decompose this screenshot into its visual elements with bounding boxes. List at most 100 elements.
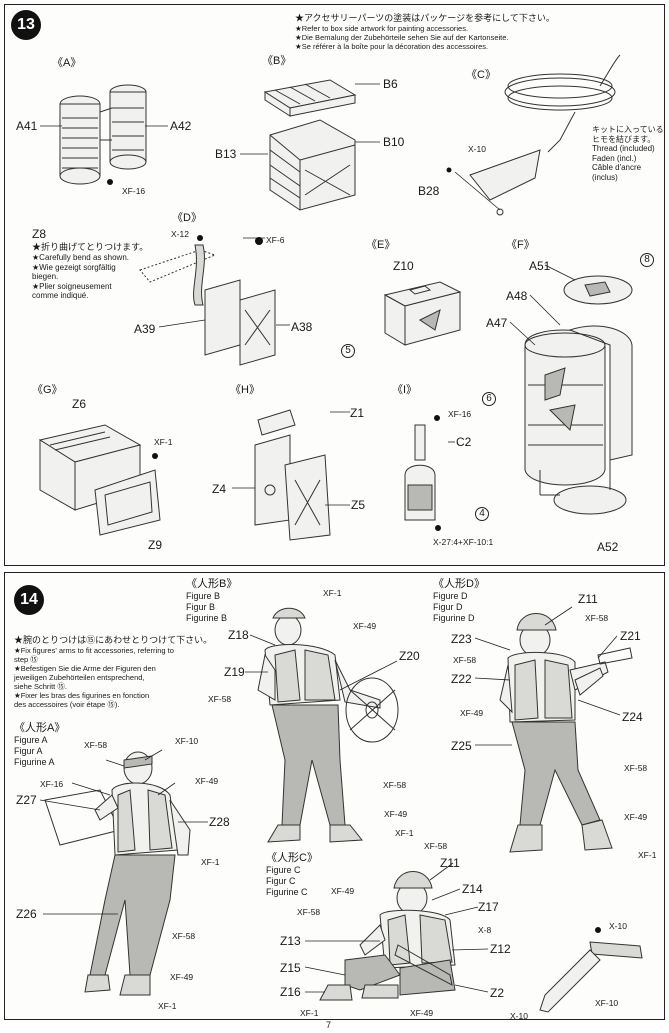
paint-code: XF-58 [208,694,232,704]
paint-code-text: XF-16 [448,409,472,419]
part-label: Z24 [622,710,643,724]
bend-note: ★折り曲げてとりつけます。 ★Carefully bend as shown. … [32,242,148,301]
part-label: Z8 [32,227,47,241]
figure-name: Figure C [266,865,301,875]
note-line: des accessoires (voir étape ⑮). [14,700,120,709]
note-line: step ⑮ [14,655,38,664]
radio-g-drawing [38,424,161,536]
figure-title-jp: 《人形B》 [186,578,238,590]
sub-label-a: 《A》 [52,57,82,69]
part-label: Z25 [451,739,472,753]
sub-label-b: 《B》 [262,55,292,67]
figure-name: Figur D [433,602,463,612]
jerrycan-h-drawing [254,409,331,541]
note-line: ★Die Bemalung der Zubehörteile sehen Sie… [295,33,509,42]
note-line: ★アクセサリーパーツの塗装はパッケージを参考にして下さい。 [295,13,555,23]
sub-label-e: 《E》 [366,239,396,251]
step-14-notes: ★腕のとりつけは⑮にあわせとりつけて下さい。 ★Fix figures' arm… [14,634,212,709]
figure-name: Figur B [186,602,216,612]
note-line: Faden (incl.) [592,153,637,163]
figure-name: Figurine C [266,887,308,897]
ammo-box-e-drawing [383,281,462,346]
step-13-notes: ★アクセサリーパーツの塗装はパッケージを参考にして下さい。 ★Refer to … [295,12,555,51]
figure-name: Figurine A [14,757,55,767]
note-line: Thread (included) [592,144,655,153]
page-number: 7 [326,1020,332,1030]
paint-code: XF-49 [410,1008,434,1018]
paint-code: XF-1 [158,1001,177,1011]
paint-code: XF-1 [300,1008,319,1018]
step-13-badge: 13 [11,10,41,40]
paint-code: XF-49 [195,776,219,786]
paint-code: XF-16 [122,186,146,196]
part-label: A42 [170,119,192,133]
paint-code: XF-58 [585,613,609,623]
paint-code: XF-58 [383,780,407,790]
paint-code: XF-49 [624,812,648,822]
note-line: ★Se référer à la boîte pour la décoratio… [295,42,489,51]
part-label: A41 [16,119,38,133]
part-label: C2 [456,435,472,449]
paint-code: X-10 [468,144,486,154]
paint-code: XF-16 [448,409,471,419]
paint-code: XF-58 [453,655,477,665]
paint-code: XF-49 [331,886,355,896]
part-label: Z21 [620,629,641,643]
part-label: A47 [486,316,508,330]
part-label: B28 [418,184,440,198]
paint-code: XF-1 [323,588,342,598]
paint-code: X-10 [609,921,627,931]
reel-a-drawing [59,84,147,185]
figure-b-title: 《人形B》 Figure B Figur B Figurine B [186,577,237,624]
part-label: Z22 [451,672,472,686]
part-label: Z15 [280,961,301,975]
figure-a-drawing [44,751,191,996]
paint-code: XF-49 [353,621,377,631]
paint-code: XF-1 [154,437,172,447]
part-label: A52 [597,540,619,554]
note-line: ★Refer to box side artwork for painting … [295,24,469,33]
rifle-drawing [539,927,643,1013]
part-label: A48 [506,289,528,303]
part-label: B6 [383,77,398,91]
paint-code: XF-49 [170,972,194,982]
circled-number-text: 4 [479,508,485,519]
figure-title-jp: 《人形D》 [433,578,485,590]
part-label: Z14 [462,882,483,896]
circled-number-5: 5 [341,344,355,358]
part-label: Z16 [280,985,301,999]
part-label: Z18 [228,628,249,642]
note-line: ★折り曲げてとりつけます。 [32,242,149,252]
paint-code-text: XF-1 [154,437,173,447]
part-label: Z5 [351,498,366,512]
figure-c-title: 《人形C》 Figure C Figur C Figurine C [266,851,318,898]
circled-number-text: 5 [345,345,351,356]
sub-label-i: 《I》 [392,384,418,396]
note-line: ★Fixer les bras des figurines en fonctio… [14,691,150,700]
part-label: Z1 [350,406,365,420]
note-line: ★Carefully bend as shown. [32,253,129,262]
shelf-d-drawing [139,235,276,366]
part-label: Z9 [148,538,163,552]
part-label: Z6 [72,397,87,411]
note-line: siehe Schritt ⑮. [14,682,67,691]
paint-code: XF-58 [172,931,196,941]
step-14-badge: 14 [14,585,44,615]
part-label: Z20 [399,649,420,663]
part-label: Z27 [16,793,37,807]
note-line: ★腕のとりつけは⑮にあわせとりつけて下さい。 [14,635,213,645]
sub-label-c: 《C》 [466,69,496,81]
figure-name: Figurine B [186,613,228,623]
figure-name: Figur C [266,876,296,886]
paint-code: XF-58 [624,763,648,773]
part-label: A38 [291,320,313,334]
note-line: (inclus) [592,172,618,182]
paint-code: XF-58 [424,841,448,851]
part-label: Z12 [490,942,511,956]
figure-name: Figure A [14,735,48,745]
note-line: ヒモを結びます。 [592,134,656,144]
part-label: A51 [529,259,551,273]
crate-b-drawing [263,79,357,211]
note-line: ★Befestigen Sie die Arme der Figuren den [14,664,156,673]
